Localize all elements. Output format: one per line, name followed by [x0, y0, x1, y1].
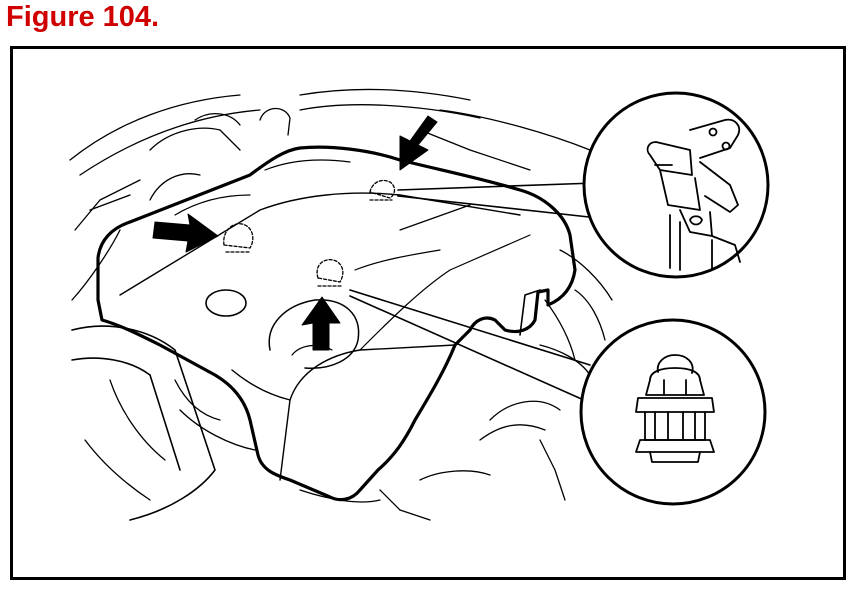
oil-filler-cap [205, 289, 247, 317]
leader-lines [349, 182, 599, 406]
intake-duct [71, 325, 216, 521]
pointer-arrows [152, 115, 438, 351]
grommet-detail [579, 318, 767, 506]
arrow-left-clip [152, 213, 219, 253]
cover-clips [223, 179, 396, 287]
figure-title: Figure 104. [6, 1, 160, 33]
arrow-top-clip [399, 115, 438, 171]
bracket-clip-detail [582, 91, 770, 279]
arrow-center-clip [301, 296, 341, 351]
